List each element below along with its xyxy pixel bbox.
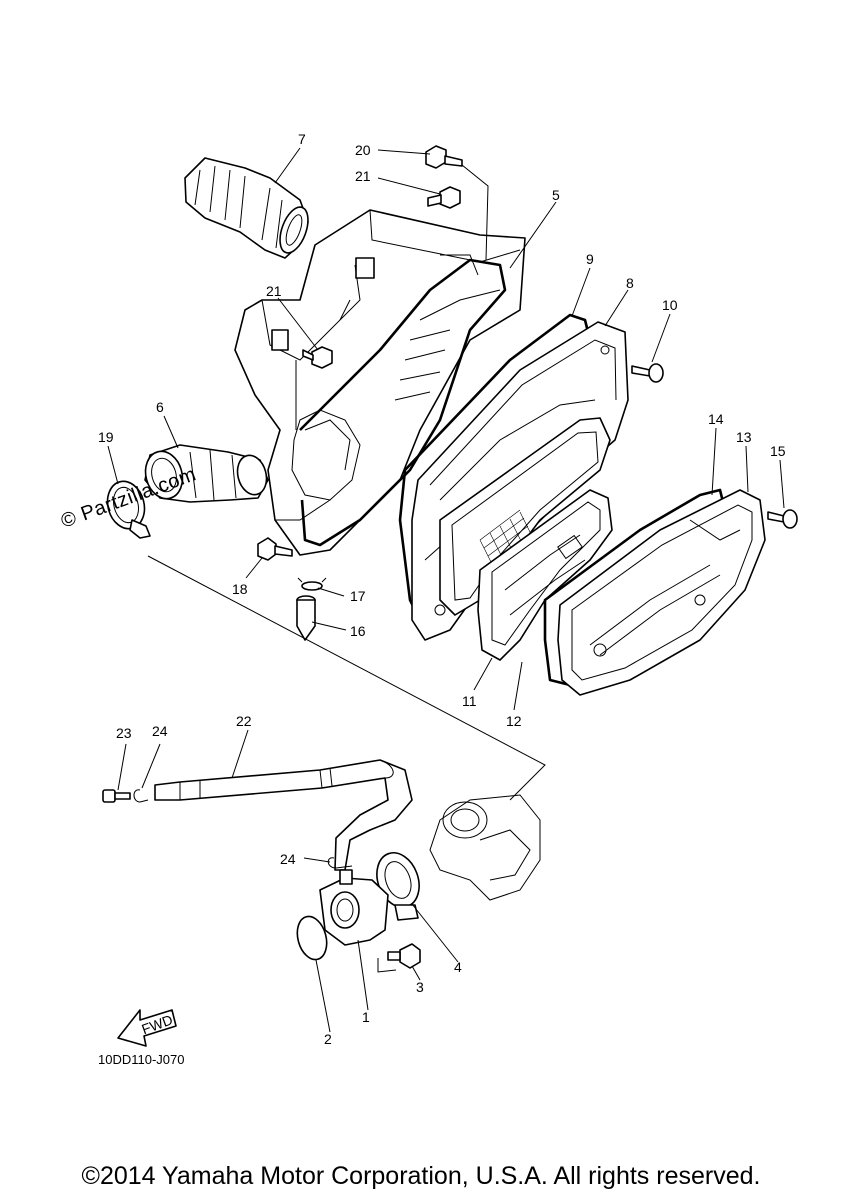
callout-18: 18 — [232, 581, 248, 597]
callout-labels: 7 20 21 5 9 8 10 21 6 19 14 13 15 18 17 … — [98, 131, 786, 1047]
part-18-bolt[interactable] — [257, 537, 293, 561]
part-7-intake-duct[interactable] — [184, 157, 313, 259]
part-21-bolt-upper[interactable] — [427, 186, 461, 209]
part-5-air-filter-case[interactable] — [234, 209, 526, 556]
part-6-joint[interactable] — [140, 444, 270, 503]
fwd-arrow: FWD — [117, 1009, 177, 1047]
callout-16: 16 — [350, 623, 366, 639]
callout-24-lower: 24 — [280, 851, 296, 867]
part-24-clip-lower[interactable] — [327, 857, 353, 869]
part-16-drain[interactable] — [296, 595, 316, 641]
leader-lines — [107, 147, 785, 1033]
part-19-clamp[interactable] — [102, 477, 151, 539]
part-17-clip[interactable] — [297, 577, 327, 591]
part-20-bolt[interactable] — [425, 145, 463, 169]
callout-15: 15 — [770, 443, 786, 459]
part-3-bolt[interactable] — [387, 943, 421, 969]
part-15-screw[interactable] — [767, 509, 798, 529]
part-23-bolt[interactable] — [102, 789, 131, 803]
part-10-screw[interactable] — [631, 363, 664, 383]
part-13-cap[interactable] — [557, 489, 766, 696]
callout-5: 5 — [552, 187, 560, 203]
callout-14: 14 — [708, 411, 724, 427]
callout-12: 12 — [506, 713, 522, 729]
callout-9: 9 — [586, 251, 594, 267]
callout-21-upper: 21 — [355, 168, 371, 184]
fwd-label: FWD — [139, 1011, 174, 1037]
callout-23: 23 — [116, 725, 132, 741]
diagram-code: 10DD110-J070 — [98, 1052, 185, 1067]
callout-21-lower: 21 — [266, 283, 282, 299]
callout-20: 20 — [355, 142, 371, 158]
part-21-bolt-lower[interactable] — [302, 346, 333, 369]
callout-24-upper: 24 — [152, 723, 168, 739]
callout-8: 8 — [626, 275, 634, 291]
callout-22: 22 — [236, 713, 252, 729]
callout-7: 7 — [298, 131, 306, 147]
callout-6: 6 — [156, 399, 164, 415]
callout-19: 19 — [98, 429, 114, 445]
callout-2: 2 — [324, 1031, 332, 1047]
callout-17: 17 — [350, 588, 366, 604]
part-24-clip-upper[interactable] — [133, 789, 149, 803]
carburetor-outline — [429, 794, 541, 901]
callout-3: 3 — [416, 979, 424, 995]
callout-1: 1 — [362, 1009, 370, 1025]
callout-13: 13 — [736, 429, 752, 445]
callout-4: 4 — [454, 959, 462, 975]
part-1-carburetor-joint[interactable] — [319, 869, 389, 946]
part-11-element-frame[interactable] — [439, 417, 611, 616]
callout-11: 11 — [462, 693, 477, 709]
part-2-o-ring[interactable] — [293, 913, 331, 963]
copyright-notice: ©2014 Yamaha Motor Corporation, U.S.A. A… — [81, 1162, 761, 1190]
callout-10: 10 — [662, 297, 678, 313]
